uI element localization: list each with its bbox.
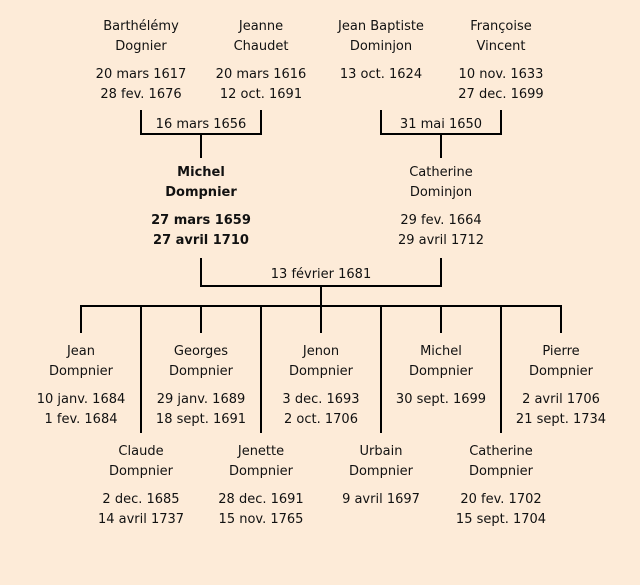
birth-date: 2 avril 1706	[522, 392, 600, 407]
birth-date: 20 mars 1616	[215, 67, 307, 82]
last-name: Dompnier	[228, 464, 294, 479]
last-name: Dompnier	[48, 364, 114, 379]
first-name: Georges	[173, 344, 229, 359]
last-name: Dompnier	[108, 464, 174, 479]
marriage-date-dognier-chaudet: 16 mars 1656	[155, 117, 247, 132]
first-name: Françoise	[470, 19, 532, 34]
child-georges-dompnier: Georges Dompnier 29 janv. 1689 18 sept. …	[141, 342, 261, 430]
death-date: 14 avril 1737	[97, 512, 185, 527]
birth-date: 20 mars 1617	[95, 67, 187, 82]
death-date: 29 avril 1712	[397, 233, 485, 248]
last-name: Dompnier	[528, 364, 594, 379]
death-date: 27 dec. 1699	[458, 87, 544, 102]
last-name: Dognier	[115, 39, 167, 54]
last-name: Dompnier	[408, 364, 474, 379]
last-name: Dompnier	[168, 364, 234, 379]
child-jean-dompnier: Jean Dompnier 10 janv. 1684 1 fev. 1684	[21, 342, 141, 430]
death-date: 15 nov. 1765	[218, 512, 304, 527]
birth-date: 30 sept. 1699	[395, 392, 487, 407]
child-pierre-dompnier: Pierre Dompnier 2 avril 1706 21 sept. 17…	[501, 342, 621, 430]
first-name: Jeanne	[238, 19, 284, 34]
first-name: Jean	[66, 344, 96, 359]
birth-date: 27 mars 1659	[151, 213, 251, 228]
person-catherine-dominjon-mother: Catherine Dominjon 29 fev. 1664 29 avril…	[381, 163, 501, 251]
death-date: 27 avril 1710	[153, 233, 249, 248]
first-name: Barthélémy	[103, 19, 179, 34]
birth-date: 28 dec. 1691	[218, 492, 304, 507]
last-name: Dompnier	[348, 464, 414, 479]
birth-date: 29 janv. 1689	[156, 392, 246, 407]
person-jean-baptiste-dominjon: Jean Baptiste Dominjon 13 oct. 1624	[321, 17, 441, 85]
marriage-date-dominjon-vincent: 31 mai 1650	[399, 117, 483, 132]
person-francoise-vincent: Françoise Vincent 10 nov. 1633 27 dec. 1…	[441, 17, 561, 105]
first-name: Catherine	[409, 165, 473, 180]
first-name: Urbain	[359, 444, 403, 459]
last-name: Dominjon	[409, 185, 473, 200]
last-name: Dompnier	[165, 185, 237, 200]
first-name: Jean Baptiste	[338, 19, 424, 34]
death-date: 2 oct. 1706	[284, 412, 358, 427]
birth-date: 20 fev. 1702	[460, 492, 542, 507]
birth-date: 10 nov. 1633	[458, 67, 544, 82]
first-name: Claude	[118, 444, 164, 459]
person-michel-dompnier-father: Michel Dompnier 27 mars 1659 27 avril 17…	[141, 163, 261, 251]
birth-date: 2 dec. 1685	[102, 492, 180, 507]
child-catherine-dompnier: Catherine Dompnier 20 fev. 1702 15 sept.…	[441, 442, 561, 530]
death-date: 15 sept. 1704	[455, 512, 547, 527]
child-claude-dompnier: Claude Dompnier 2 dec. 1685 14 avril 173…	[81, 442, 201, 530]
birth-date: 10 janv. 1684	[36, 392, 126, 407]
death-date: 21 sept. 1734	[515, 412, 607, 427]
person-barthelemy-dognier: Barthélémy Dognier 20 mars 1617 28 fev. …	[81, 17, 201, 105]
last-name: Vincent	[476, 39, 526, 54]
death-date: 1 fev. 1684	[44, 412, 118, 427]
death-date: 12 oct. 1691	[219, 87, 303, 102]
child-jenon-dompnier: Jenon Dompnier 3 dec. 1693 2 oct. 1706	[261, 342, 381, 430]
child-michel-dompnier: Michel Dompnier 30 sept. 1699	[381, 342, 501, 410]
first-name: Pierre	[542, 344, 580, 359]
last-name: Dominjon	[349, 39, 413, 54]
last-name: Dompnier	[288, 364, 354, 379]
person-jeanne-chaudet: Jeanne Chaudet 20 mars 1616 12 oct. 1691	[201, 17, 321, 105]
birth-date: 3 dec. 1693	[282, 392, 360, 407]
child-urbain-dompnier: Urbain Dompnier 9 avril 1697	[321, 442, 441, 510]
first-name: Catherine	[469, 444, 533, 459]
marriage-date-dompnier-dominjon: 13 février 1681	[270, 267, 372, 282]
first-name: Michel	[420, 344, 462, 359]
last-name: Dompnier	[468, 464, 534, 479]
birth-date: 13 oct. 1624	[339, 67, 423, 82]
first-name: Jenon	[302, 344, 340, 359]
death-date: 18 sept. 1691	[155, 412, 247, 427]
last-name: Chaudet	[233, 39, 289, 54]
first-name: Michel	[177, 165, 225, 180]
child-jenette-dompnier: Jenette Dompnier 28 dec. 1691 15 nov. 17…	[201, 442, 321, 530]
first-name: Jenette	[237, 444, 285, 459]
death-date: 28 fev. 1676	[100, 87, 182, 102]
birth-date: 9 avril 1697	[342, 492, 420, 507]
birth-date: 29 fev. 1664	[400, 213, 482, 228]
